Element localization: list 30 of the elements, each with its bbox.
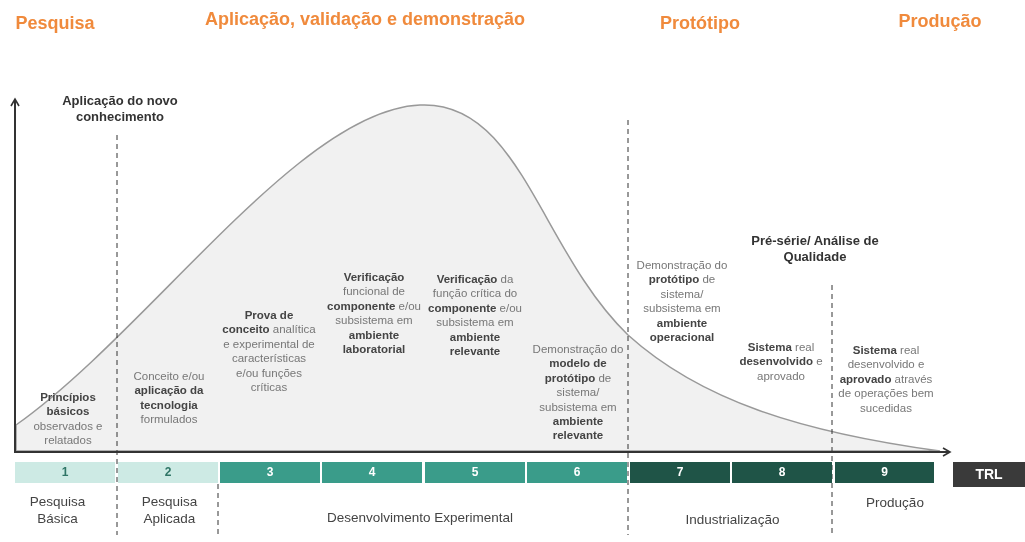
phase-heading: Produção <box>897 10 983 33</box>
category-label: Produção <box>865 495 925 512</box>
level-description: Verificação da função crítica do componente e/ou subsistema em ambiente relevante <box>427 272 523 359</box>
trl-level-bar: 3 <box>220 462 320 483</box>
level-description: Sistema real desenvolvido e aprovado <box>738 340 824 384</box>
trl-level-bar: 9 <box>835 462 934 483</box>
category-label: Pesquisa Aplicada <box>140 494 199 528</box>
phase-heading: Protótipo <box>659 12 741 35</box>
phase-heading: Pesquisa <box>14 12 96 35</box>
trl-axis-tag: TRL <box>953 462 1025 487</box>
section-heading: Aplicação do novo conhecimento <box>61 93 179 126</box>
trl-level-bar: 5 <box>425 462 525 483</box>
trl-level-bar: 4 <box>322 462 422 483</box>
trl-level-bar: 6 <box>527 462 627 483</box>
level-description: Sistema real desenvolvido e aprovado através de operações bem sucedidas <box>837 343 935 415</box>
category-label: Pesquisa Básica <box>28 494 87 528</box>
level-description: Princípios básicos observados e relatados <box>32 390 104 448</box>
level-description: Prova de conceito analítica e experimental de características e/ou funções críticas <box>221 308 317 395</box>
phase-heading: Aplicação, validação e demonstração <box>203 8 527 31</box>
trl-level-bar: 2 <box>118 462 218 483</box>
trl-level-bar: 7 <box>630 462 730 483</box>
trl-level-bar: 1 <box>15 462 115 483</box>
category-label: Industrialização <box>684 512 781 529</box>
level-description: Demonstração do modelo de protótipo de sistema/ subsistema em ambiente relevante <box>531 342 625 443</box>
level-description: Verificação funcional de componente e/ou subsistema em ambiente laboratorial <box>326 270 422 357</box>
level-description: Conceito e/ou aplicação da tecnologia formulados <box>132 369 206 427</box>
category-label: Desenvolvimento Experimental <box>325 510 515 527</box>
trl-level-bar: 8 <box>732 462 832 483</box>
level-description: Demonstração do protótipo de sistema/ subsistema em ambiente operacional <box>635 258 729 345</box>
section-heading: Pré-série/ Análise de Qualidade <box>750 233 880 266</box>
